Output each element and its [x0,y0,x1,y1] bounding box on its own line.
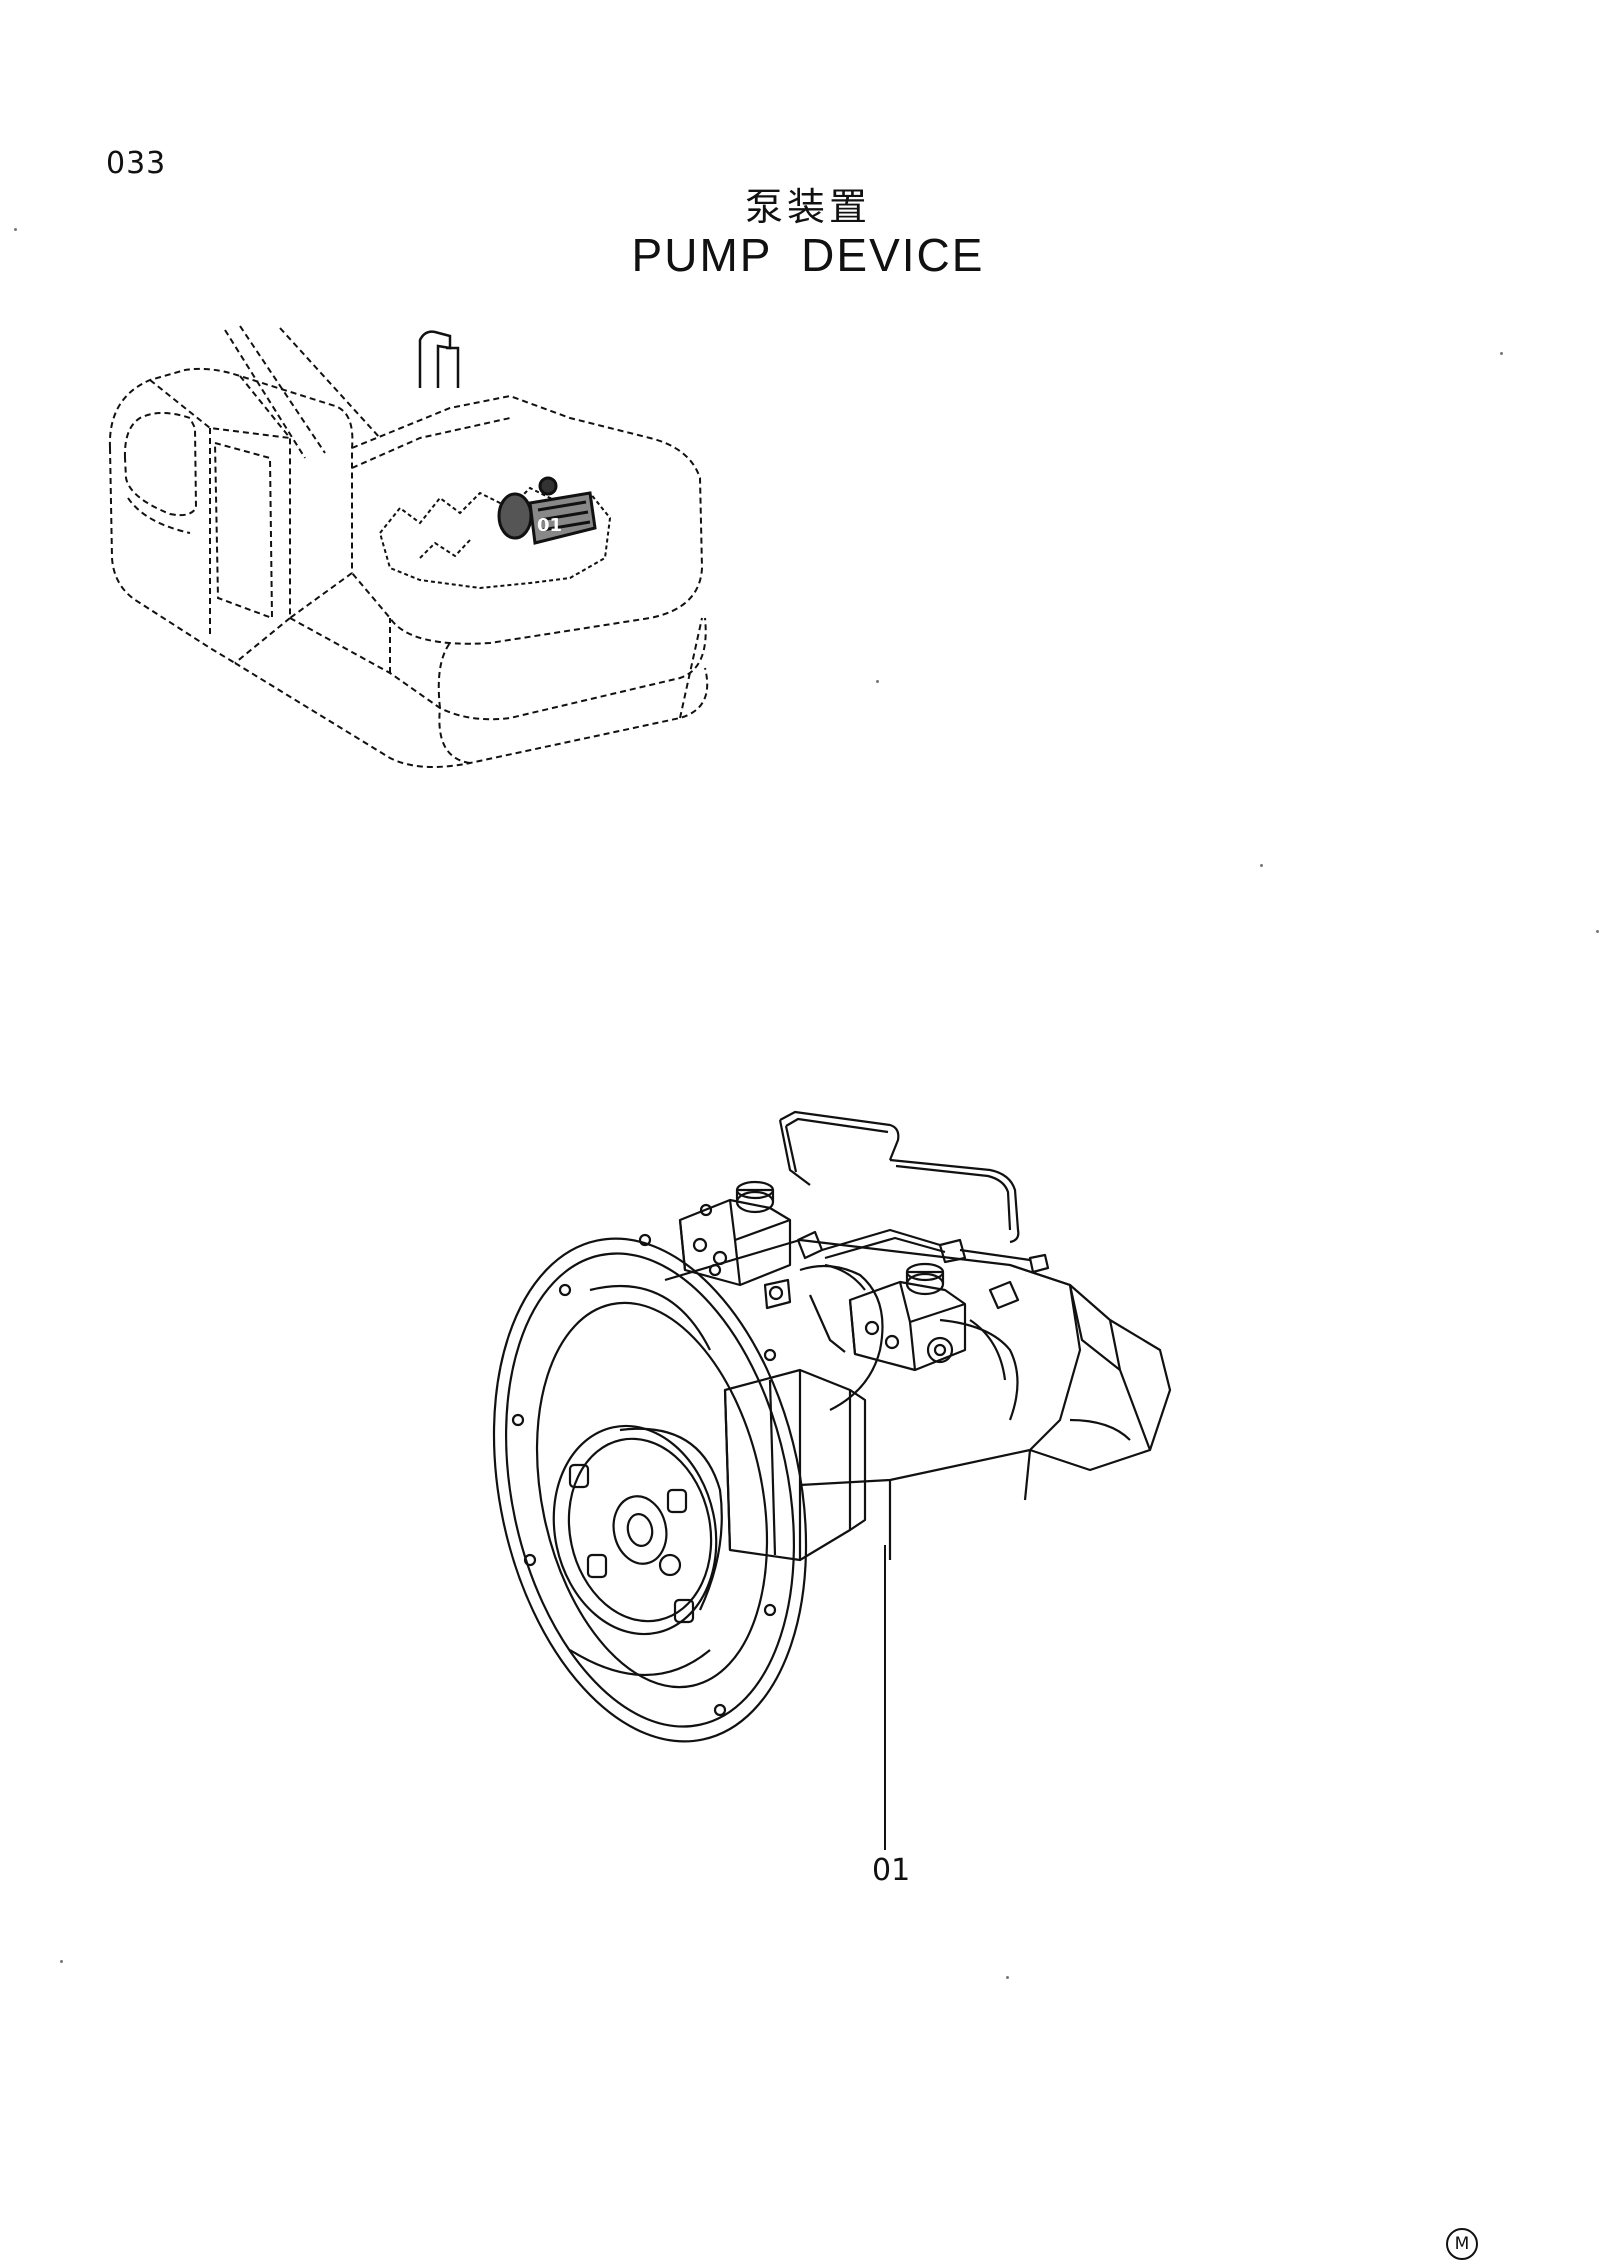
scan-speck [1260,864,1263,867]
housing-block [723,1368,867,1562]
pump-body [664,1238,1172,1560]
scan-speck [14,228,17,231]
exhaust-bracket [418,330,460,388]
cab-windows [123,412,274,620]
scan-speck [1596,930,1599,933]
engine-cover [234,394,709,768]
pump-highlight: 01 [497,476,597,545]
pump-device-drawing [492,1110,1172,1850]
flywheel-housing [492,1233,808,1743]
counterweight [438,617,703,764]
page-title-chinese: 泵装置 [744,185,871,229]
boom-lines [224,325,381,459]
pilot-tubing [778,1110,1020,1244]
coupling [552,1424,723,1636]
page-number: 033 [106,146,167,181]
circled-m-mark: M [1446,2228,1478,2260]
excavator-locator-diagram: 01 [108,325,709,768]
scan-speck [1500,352,1503,355]
svg-text:01: 01 [537,515,562,536]
cab-outline [108,367,354,664]
scan-speck [60,1960,63,1963]
page-title-english: PUMP DEVICE [631,229,985,281]
scan-speck [1006,1976,1009,1979]
callout-label-01: 01 [872,1853,911,1888]
scan-speck [876,680,879,683]
regulator-right [848,1262,967,1372]
fittings [763,1228,1050,1353]
